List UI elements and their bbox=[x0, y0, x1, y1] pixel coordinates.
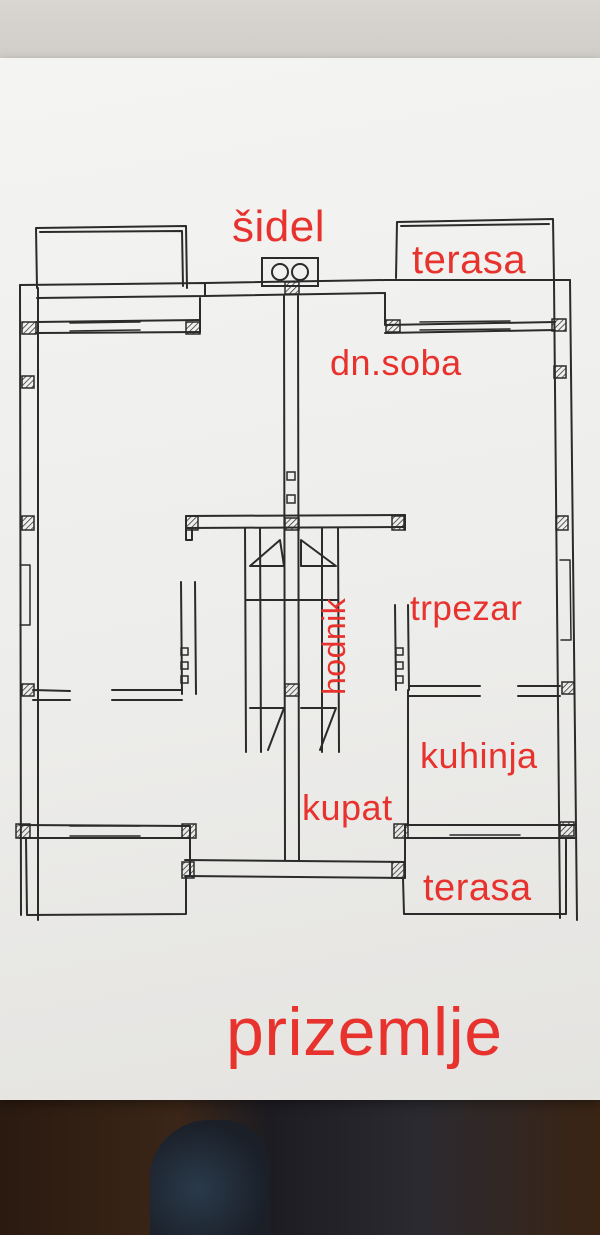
stairs bbox=[244, 527, 340, 753]
terrace-bottom-left bbox=[25, 837, 187, 916]
room-label-living-room: dn.soba bbox=[330, 342, 462, 383]
chimney bbox=[261, 257, 319, 287]
terrace-top-right bbox=[395, 218, 555, 283]
room-label-sidel: šidel bbox=[232, 202, 325, 251]
room-label-dining: trpezar bbox=[410, 589, 523, 628]
room-label-kitchen: kuhinja bbox=[420, 735, 538, 776]
inner-left-walls bbox=[32, 581, 197, 701]
central-wall bbox=[283, 295, 300, 861]
vents bbox=[180, 471, 404, 684]
hatched-columns bbox=[15, 281, 575, 879]
room-label-hallway: hodnik bbox=[316, 597, 352, 695]
room-label-bathroom: kupat bbox=[302, 787, 393, 828]
terrace-bottom-right bbox=[402, 837, 567, 915]
terrace-top-left bbox=[35, 225, 188, 289]
inner-right-walls bbox=[394, 604, 561, 826]
shoe-in-photo bbox=[150, 1120, 270, 1235]
windows bbox=[19, 320, 572, 837]
room-label-terrace-top: terasa bbox=[412, 238, 527, 282]
room-label-terrace-bottom: terasa bbox=[423, 867, 532, 909]
floor-title: prizemlje bbox=[226, 994, 503, 1070]
floor-background bbox=[0, 1098, 600, 1235]
